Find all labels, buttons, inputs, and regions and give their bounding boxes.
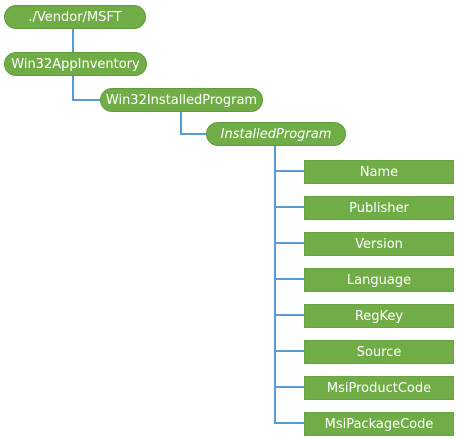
connector-leaf-version	[274, 242, 304, 244]
connector-level2-vertical	[180, 111, 182, 135]
connector-root-to-level1	[72, 28, 74, 53]
node-win32installedprogram: Win32InstalledProgram	[100, 88, 263, 112]
leaf-publisher: Publisher	[304, 196, 454, 220]
connector-level3-spine	[274, 145, 276, 423]
node-installedprogram: InstalledProgram	[206, 122, 346, 146]
leaf-regkey: RegKey	[304, 304, 454, 328]
connector-level1-vertical	[72, 75, 74, 101]
leaf-language: Language	[304, 268, 454, 292]
connector-leaf-source	[274, 350, 304, 352]
connector-leaf-name	[274, 170, 304, 172]
leaf-name: Name	[304, 160, 454, 184]
connector-level2-horizontal	[180, 133, 208, 135]
connector-leaf-msiproductcode	[274, 386, 304, 388]
connector-leaf-msipackagecode	[274, 422, 304, 424]
connector-level1-horizontal	[72, 99, 102, 101]
connector-leaf-language	[274, 278, 304, 280]
node-win32appinventory: Win32AppInventory	[4, 52, 147, 76]
leaf-msiproductcode: MsiProductCode	[304, 376, 454, 400]
connector-leaf-publisher	[274, 206, 304, 208]
leaf-source: Source	[304, 340, 454, 364]
node-vendor-msft: ./Vendor/MSFT	[4, 5, 146, 29]
leaf-version: Version	[304, 232, 454, 256]
connector-leaf-regkey	[274, 314, 304, 316]
leaf-msipackagecode: MsiPackageCode	[304, 412, 454, 436]
